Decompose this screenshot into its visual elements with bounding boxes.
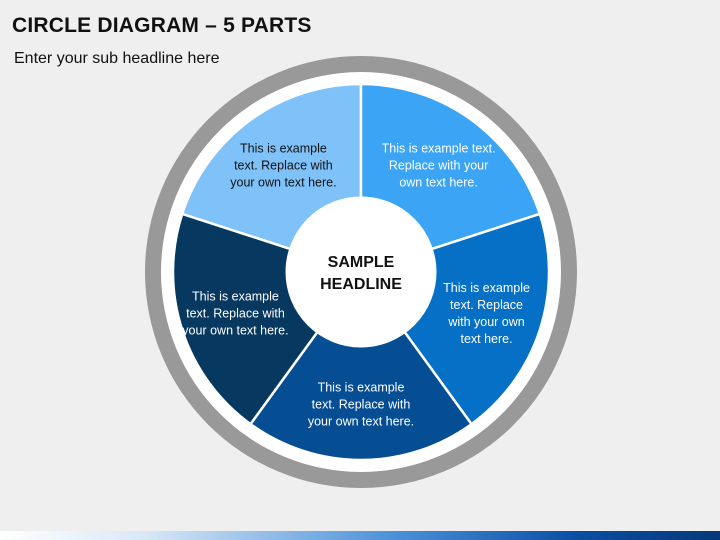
segment-text-line: text. Replace with <box>234 159 333 173</box>
segment-text-1: This is example text. Replace with your ow… <box>230 142 336 190</box>
segment-text-line: your own text here. <box>182 323 288 337</box>
slide-title: CIRCLE DIAGRAM – 5 PARTS <box>12 14 312 37</box>
segment-text-line: own text here. <box>399 176 478 190</box>
center-headline: SAMPLE HEADLINE <box>320 254 402 293</box>
segment-text-3: This is example text. Replace with your ow… <box>443 281 530 346</box>
bottom-accent-bar <box>0 531 720 540</box>
segment-text-2: This is example text. Replace with your ow… <box>382 142 496 190</box>
center-headline-line: SAMPLE <box>328 254 395 271</box>
segment-text-5: This is example text. Replace with your ow… <box>182 289 288 337</box>
center-headline-line: HEADLINE <box>320 276 402 293</box>
segment-text-line: This is example <box>240 142 327 156</box>
slide-subtitle: Enter your sub headline here <box>14 50 220 67</box>
segment-text-line: This is example <box>443 281 530 295</box>
segment-text-line: text. Replace <box>450 298 523 312</box>
segment-text-4: This is example text. Replace with your ow… <box>308 381 414 429</box>
segment-text-line: This is example <box>318 381 405 395</box>
segment-text-line: your own text here. <box>308 415 414 429</box>
center-circle <box>285 196 437 348</box>
segment-text-line: This is example text. <box>382 142 496 156</box>
segment-text-line: text. Replace with <box>312 398 411 412</box>
segment-text-line: your own text here. <box>230 176 336 190</box>
segment-text-line: Replace with your <box>389 159 488 173</box>
segment-text-line: text. Replace with <box>186 306 285 320</box>
segment-text-line: text here. <box>460 332 512 346</box>
segment-text-line: with your own <box>447 315 524 329</box>
segment-text-line: This is example <box>192 289 279 303</box>
